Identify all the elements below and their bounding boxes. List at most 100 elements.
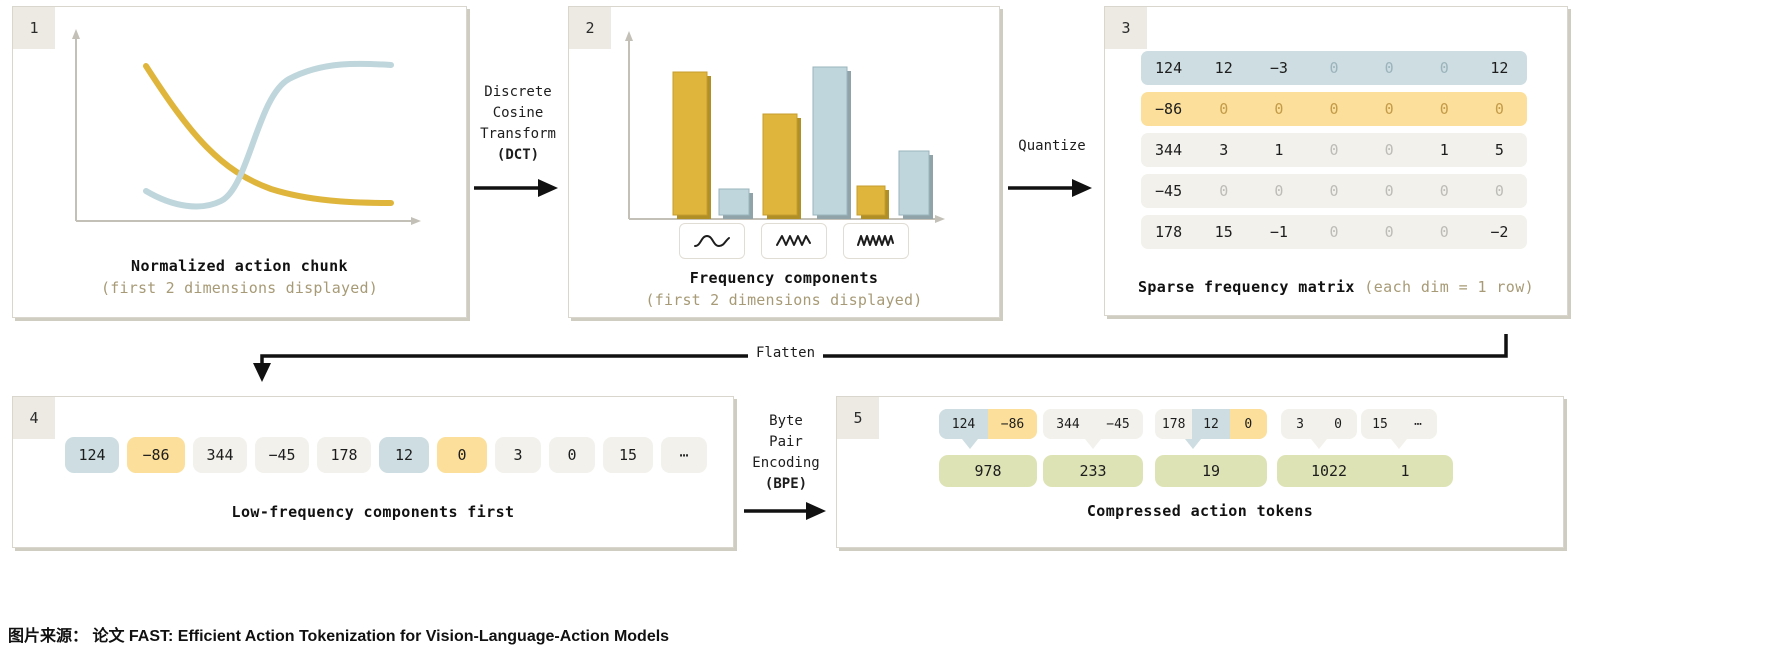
bpe-input-group[interactable]: 124−86 <box>939 409 1037 439</box>
bpe-input-token: 344 <box>1056 416 1080 432</box>
panel-1-caption-sub: (first 2 dimensions displayed) <box>101 279 378 297</box>
panel-2-badge: 2 <box>569 7 611 49</box>
matrix-cell: −1 <box>1269 223 1288 241</box>
matrix-cell: 0 <box>1384 141 1394 159</box>
wave-2-icon <box>776 235 811 246</box>
panel-3-caption-dim: (each dim = 1 row) <box>1364 278 1535 296</box>
matrix-cell: 5 <box>1494 141 1504 159</box>
matrix-cell: −86 <box>1155 100 1183 118</box>
bpe-tail-pointer <box>1391 439 1407 449</box>
bpe-output-token[interactable]: 1 <box>1357 455 1453 487</box>
panel-5-caption-main: Compressed action tokens <box>1086 502 1314 520</box>
bpe-input-group[interactable]: 15⋯ <box>1361 409 1437 439</box>
bpe-input-token: 3 <box>1296 416 1304 432</box>
matrix-cell: −45 <box>1155 182 1183 200</box>
dct-line-3: Transform <box>480 126 556 142</box>
arrow-label-dct: Discrete Cosine Transform (DCT) <box>470 82 566 166</box>
flat-token[interactable]: −86 <box>127 437 185 473</box>
panel-4-caption: Low-frequency components first <box>13 503 733 521</box>
panel-4-badge: 4 <box>13 397 55 439</box>
dct-line-1: Discrete <box>484 84 552 100</box>
panel-1-plot <box>72 29 421 225</box>
flat-token[interactable]: 3 <box>495 437 541 473</box>
bpe-tail-pointer <box>1311 439 1327 449</box>
arrow-quantize <box>1008 179 1092 197</box>
matrix-cell: 0 <box>1494 100 1504 118</box>
panel-2-caption-sub: (first 2 dimensions displayed) <box>645 291 923 309</box>
panel-3-caption-main: Sparse frequency matrix <box>1137 278 1355 296</box>
matrix-cell: 12 <box>1214 59 1233 77</box>
flat-token[interactable]: 344 <box>193 437 247 473</box>
bpe-line-4: (BPE) <box>764 476 808 492</box>
matrix-cell: 124 <box>1155 59 1183 77</box>
bpe-output-token[interactable]: 978 <box>939 455 1037 487</box>
flat-token[interactable]: 124 <box>65 437 119 473</box>
matrix-cell: 0 <box>1384 59 1394 77</box>
panel-3-caption: Sparse frequency matrix (each dim = 1 ro… <box>1105 278 1567 296</box>
matrix-cell: 0 <box>1219 100 1229 118</box>
panel-2-caption-main: Frequency components <box>689 269 879 287</box>
matrix-cell: 1 <box>1274 141 1284 159</box>
wave-2-tile[interactable] <box>761 223 827 259</box>
panel-5-badge: 5 <box>837 397 879 439</box>
bpe-line-3: Encoding <box>752 455 820 471</box>
matrix-cell: 0 <box>1329 59 1339 77</box>
bpe-line-2: Pair <box>769 434 803 450</box>
matrix-cell: 1 <box>1439 141 1449 159</box>
wave-3-tile[interactable] <box>843 223 909 259</box>
matrix-cell: 0 <box>1384 100 1394 118</box>
bpe-input-token: 124 <box>939 409 988 439</box>
flat-token[interactable]: 12 <box>379 437 429 473</box>
bpe-output-token[interactable]: 19 <box>1155 455 1267 487</box>
panel-1-badge: 1 <box>13 7 55 49</box>
flat-token[interactable]: −45 <box>255 437 309 473</box>
matrix-cell: 0 <box>1439 182 1449 200</box>
matrix-cell: 0 <box>1329 223 1339 241</box>
matrix-cell: −3 <box>1269 59 1288 77</box>
bpe-tail-pointer <box>962 439 978 449</box>
bpe-input-group[interactable]: 344 −45 <box>1043 409 1143 439</box>
panel-1-caption: Normalized action chunk (first 2 dimensi… <box>13 257 466 297</box>
panel-2-plot <box>625 31 945 223</box>
matrix-cell: 344 <box>1155 141 1183 159</box>
flat-token[interactable]: 0 <box>437 437 487 473</box>
matrix-cell: 3 <box>1219 141 1229 159</box>
arrow-label-flatten: Flatten <box>748 345 824 361</box>
wave-1-tile[interactable] <box>679 223 745 259</box>
flatten-label: Flatten <box>756 345 816 361</box>
dct-line-4: (DCT) <box>496 147 540 163</box>
panel-3-badge: 3 <box>1105 7 1147 49</box>
matrix-cell: 0 <box>1494 182 1504 200</box>
flat-token[interactable]: 15 <box>603 437 653 473</box>
bpe-input-token: −45 <box>1106 416 1130 432</box>
flat-token[interactable]: ⋯ <box>661 437 707 473</box>
panel-4-caption-main: Low-frequency components first <box>231 503 515 521</box>
arrow-dct <box>474 179 558 197</box>
flat-token[interactable]: 178 <box>317 437 371 473</box>
matrix-cell: 0 <box>1384 223 1394 241</box>
matrix-cell: 0 <box>1329 182 1339 200</box>
panel-5-caption: Compressed action tokens <box>837 502 1563 520</box>
quantize-label: Quantize <box>1018 138 1086 154</box>
matrix-cell: 0 <box>1439 223 1449 241</box>
matrix-cell: −2 <box>1490 223 1509 241</box>
matrix-cell: 0 <box>1384 182 1394 200</box>
panel-normalized-action-chunk: 1 Normalized action chunk (first 2 dimen… <box>12 6 467 318</box>
matrix-cell: 15 <box>1214 223 1233 241</box>
bpe-input-token: −86 <box>988 409 1037 439</box>
bpe-tail-pointer <box>1185 439 1201 449</box>
matrix-cell: 0 <box>1439 100 1449 118</box>
matrix-cell: 0 <box>1219 182 1229 200</box>
bpe-input-token: 0 <box>1334 416 1342 432</box>
flat-token[interactable]: 0 <box>549 437 595 473</box>
bpe-output-token[interactable]: 233 <box>1043 455 1143 487</box>
bpe-input-token: 12 <box>1192 409 1230 439</box>
